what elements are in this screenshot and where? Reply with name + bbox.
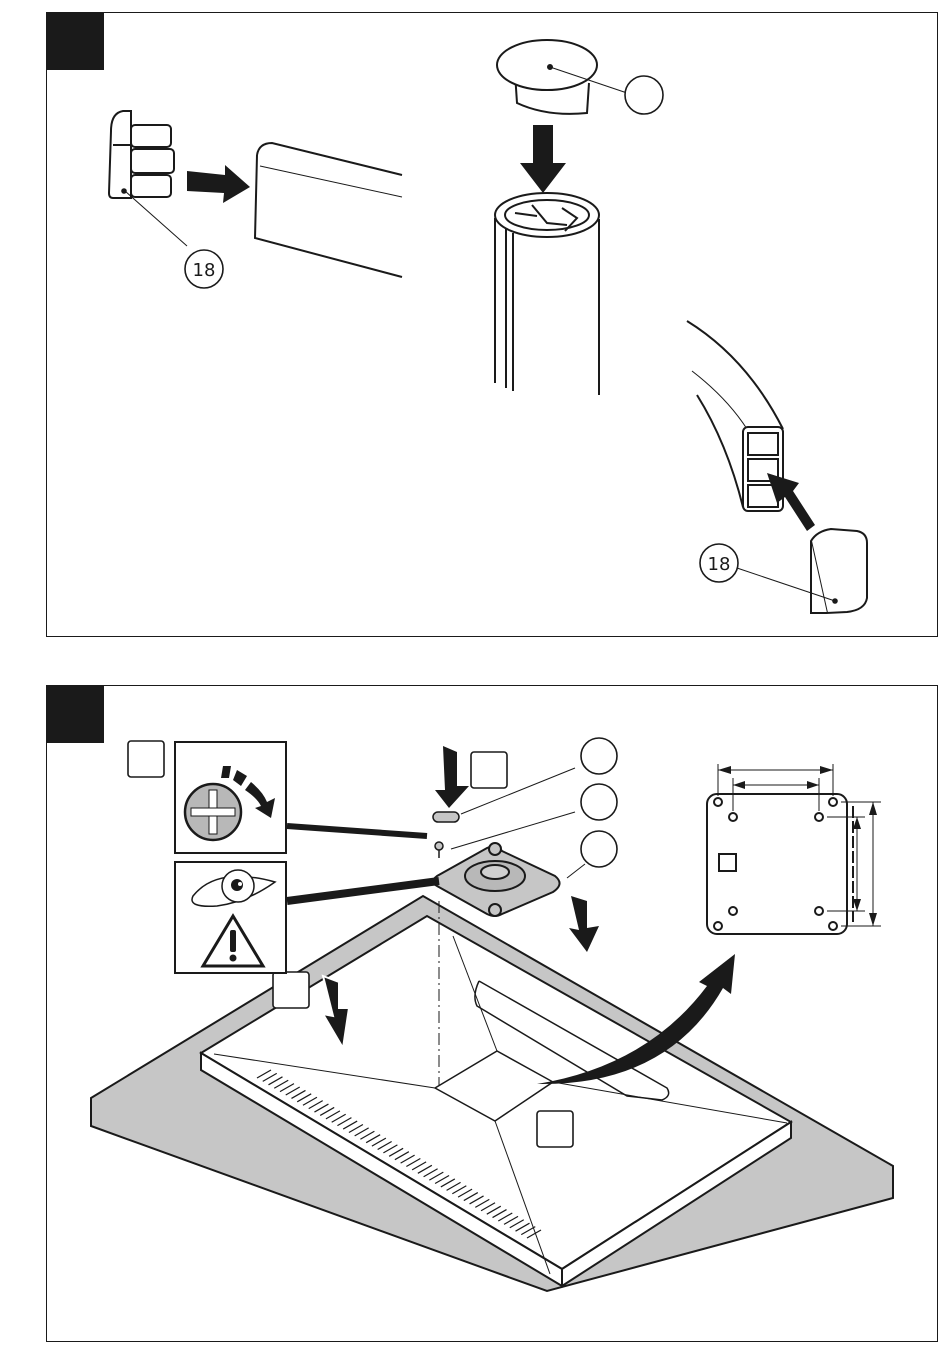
callout-cover-plug (580, 737, 618, 775)
vent-slot (273, 1079, 289, 1089)
vent-slot (480, 1202, 496, 1212)
step-number-block (47, 686, 104, 743)
arrow-down-icon (569, 896, 599, 952)
vent-slot (469, 1195, 484, 1205)
vent-slot (406, 1157, 421, 1168)
vent-slot (526, 1229, 542, 1239)
vent-slot (515, 1222, 530, 1232)
step-number-block (47, 13, 104, 70)
arrow-down-icon (435, 746, 469, 808)
vent-slot (279, 1083, 295, 1093)
callout-mount-plate (580, 830, 618, 868)
vent-slot (503, 1215, 519, 1225)
vesa-hole-pattern (706, 764, 881, 935)
step-box (470, 751, 508, 789)
callout-label: 18 (708, 554, 731, 575)
vent-slot (348, 1123, 364, 1133)
step-panel-bottom (46, 685, 938, 1342)
eye-warning-box (174, 861, 287, 974)
vent-slot (262, 1072, 278, 1082)
step-panel-top: 18 (46, 12, 938, 637)
callout-round-cap (624, 75, 664, 115)
vent-slot (394, 1151, 410, 1161)
callout-label: 18 (193, 260, 216, 281)
vent-slot (509, 1219, 525, 1229)
callout-leader (736, 567, 836, 602)
vent-slot (371, 1137, 387, 1147)
vent-slot (463, 1192, 479, 1202)
vent-slot (417, 1164, 433, 1174)
arrow-down-icon (520, 125, 566, 193)
callout-18-right: 18 (699, 543, 739, 583)
top-illustration: 18 (107, 39, 868, 615)
vent-slot (360, 1130, 375, 1140)
vent-slot (256, 1069, 272, 1079)
mount-plate (432, 842, 561, 917)
vent-slot (354, 1127, 369, 1137)
vent-slot (285, 1086, 301, 1096)
round-cap (496, 39, 598, 115)
vent-slot (383, 1144, 398, 1154)
vent-slot (331, 1113, 346, 1123)
callout-leaders (286, 767, 586, 905)
step-box (127, 740, 165, 778)
end-cap-left (107, 110, 175, 199)
step-box (272, 971, 310, 1009)
vent-slot (411, 1161, 427, 1171)
vent-slot (457, 1188, 473, 1198)
vent-slot (268, 1076, 283, 1086)
vent-slot (492, 1209, 507, 1219)
vent-slot (342, 1120, 358, 1130)
vent-slot (337, 1117, 352, 1127)
vent-slot (296, 1093, 312, 1103)
vent-slot (434, 1175, 450, 1185)
vent-slot (400, 1154, 415, 1164)
vent-slot (314, 1103, 329, 1113)
end-cap-right (809, 527, 868, 615)
vent-slot (325, 1110, 341, 1120)
vent-slot (475, 1198, 490, 1208)
post (494, 192, 600, 395)
rail-profile-left (253, 141, 403, 278)
screw (434, 841, 444, 858)
vent-slot (497, 1212, 513, 1222)
vent-slots (256, 1069, 542, 1239)
vent-slot (446, 1181, 461, 1191)
rail-profile-right (686, 320, 784, 512)
vent-slot (302, 1096, 318, 1106)
vent-slot (486, 1205, 502, 1215)
vent-slot (440, 1178, 456, 1188)
vent-slot (388, 1147, 404, 1157)
callout-leader (549, 66, 634, 96)
vent-slot (291, 1089, 306, 1099)
vent-slot (319, 1106, 335, 1116)
step-box (536, 1110, 574, 1148)
vent-slot (429, 1171, 444, 1181)
vent-slot (377, 1140, 392, 1151)
cover-plug (432, 811, 460, 823)
screw-tighten-icon (174, 741, 287, 854)
vent-slot (308, 1100, 323, 1110)
arrow-right-icon (187, 165, 250, 203)
vent-slot (423, 1168, 438, 1178)
vent-slot (452, 1185, 467, 1195)
bottom-illustration (90, 737, 894, 1293)
arrow-down-icon (321, 974, 351, 1051)
callout-18-left: 18 (184, 249, 224, 289)
vent-slot (365, 1134, 381, 1144)
callout-leader (124, 190, 188, 247)
arrow-up-left-icon (767, 473, 815, 531)
arrow-curved-icon (537, 954, 735, 1085)
vent-slot (520, 1226, 536, 1236)
callout-screw (580, 783, 618, 821)
